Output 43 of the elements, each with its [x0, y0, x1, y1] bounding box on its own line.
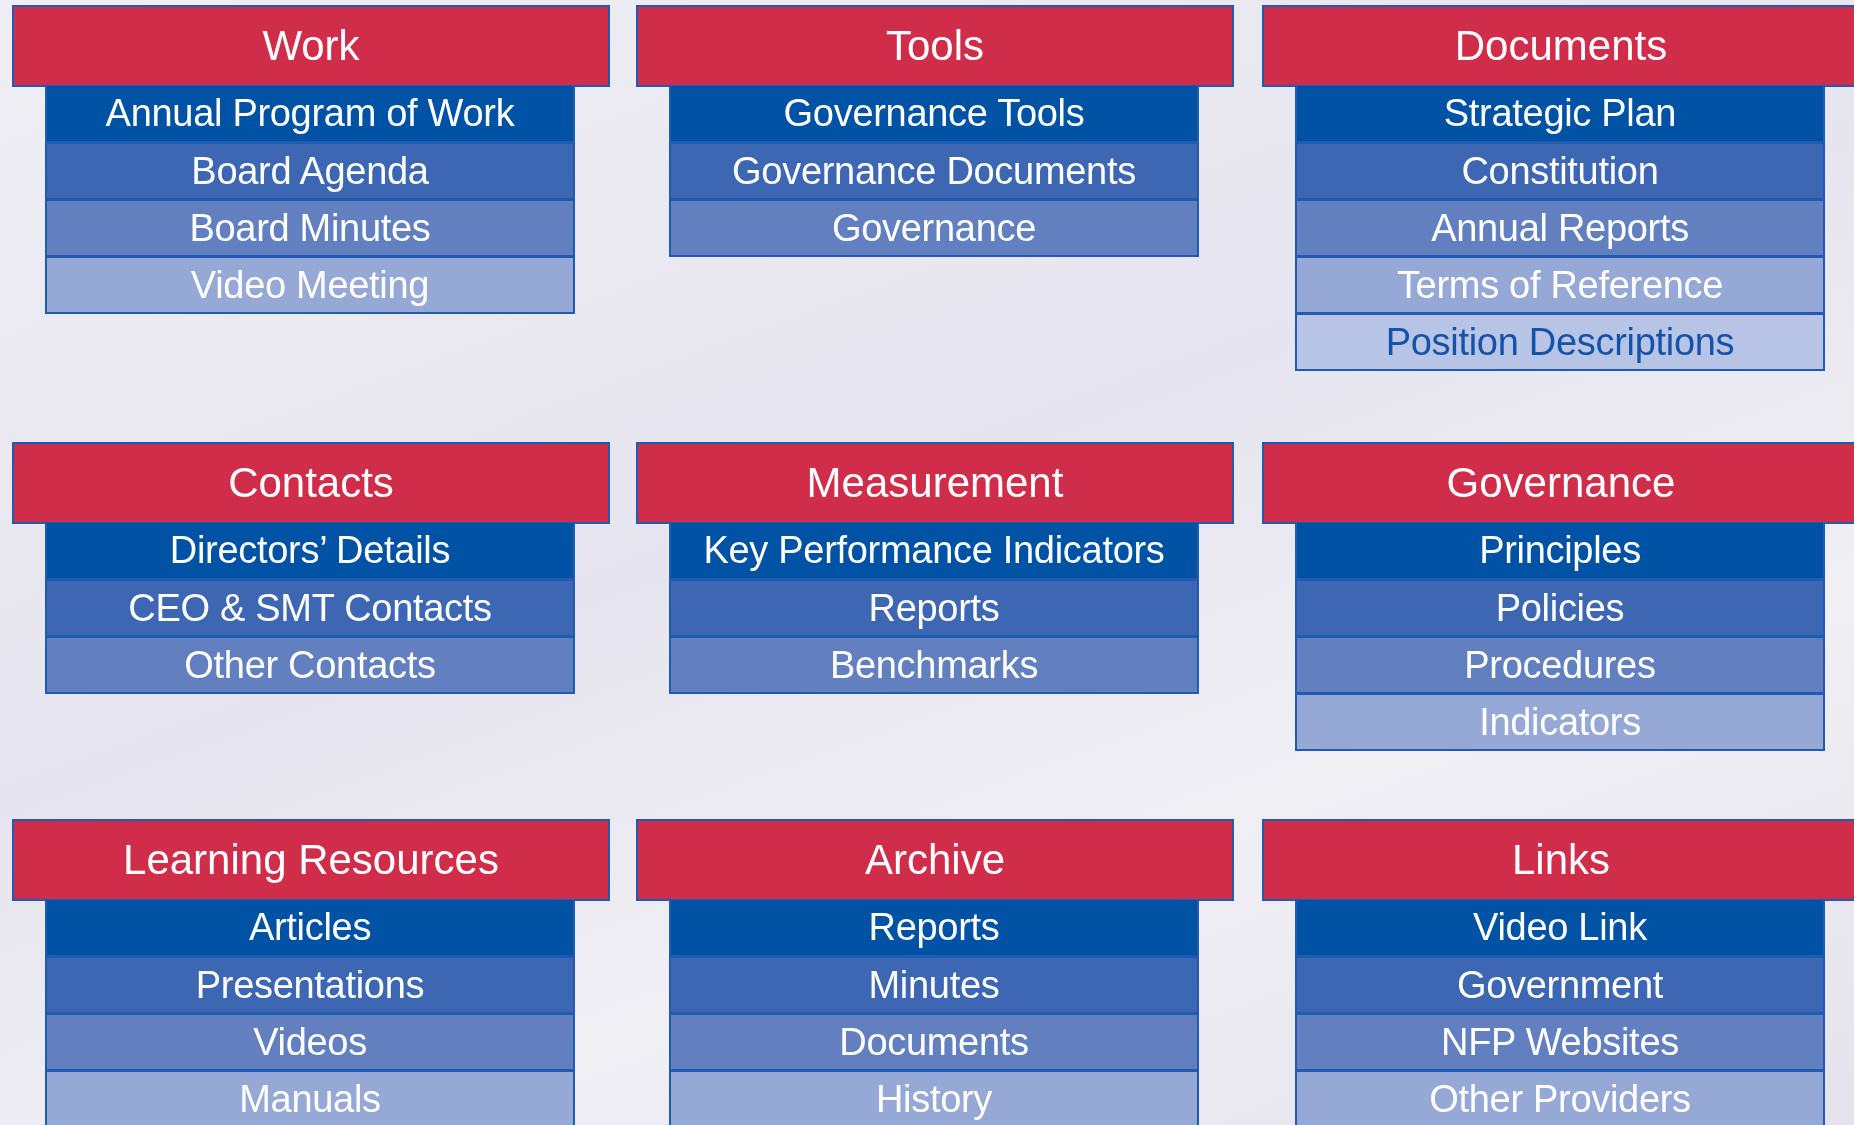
menu-item: Articles — [45, 900, 575, 957]
menu-item: Position Descriptions — [1295, 314, 1825, 371]
menu-item: Terms of Reference — [1295, 257, 1825, 314]
category-header: Tools — [636, 5, 1234, 87]
menu-item: Board Agenda — [45, 143, 575, 200]
category-header: Links — [1262, 819, 1854, 901]
menu-item: Indicators — [1295, 694, 1825, 751]
menu-item: Governance — [669, 200, 1199, 257]
menu-item: Presentations — [45, 957, 575, 1014]
menu-item: Benchmarks — [669, 637, 1199, 694]
menu-item: Video Link — [1295, 900, 1825, 957]
category-header: Learning Resources — [12, 819, 610, 901]
menu-item: CEO & SMT Contacts — [45, 580, 575, 637]
menu-item: History — [669, 1071, 1199, 1125]
menu-item: Governance Documents — [669, 143, 1199, 200]
menu-item: Annual Program of Work — [45, 86, 575, 143]
menu-item: Government — [1295, 957, 1825, 1014]
menu-item: Annual Reports — [1295, 200, 1825, 257]
menu-item: Board Minutes — [45, 200, 575, 257]
category-header: Documents — [1262, 5, 1854, 87]
menu-item: Procedures — [1295, 637, 1825, 694]
category-header: Work — [12, 5, 610, 87]
menu-item: Videos — [45, 1014, 575, 1071]
menu-item: Other Contacts — [45, 637, 575, 694]
menu-item: NFP Websites — [1295, 1014, 1825, 1071]
menu-item: Other Providers — [1295, 1071, 1825, 1125]
category-header: Contacts — [12, 442, 610, 524]
category-header: Governance — [1262, 442, 1854, 524]
menu-item: Strategic Plan — [1295, 86, 1825, 143]
menu-item: Reports — [669, 900, 1199, 957]
menu-item: Minutes — [669, 957, 1199, 1014]
menu-item: Governance Tools — [669, 86, 1199, 143]
menu-item: Documents — [669, 1014, 1199, 1071]
menu-item: Video Meeting — [45, 257, 575, 314]
menu-item: Policies — [1295, 580, 1825, 637]
menu-item: Manuals — [45, 1071, 575, 1125]
menu-item: Key Performance Indicators — [669, 523, 1199, 580]
category-header: Measurement — [636, 442, 1234, 524]
category-header: Archive — [636, 819, 1234, 901]
menu-item: Principles — [1295, 523, 1825, 580]
menu-item: Reports — [669, 580, 1199, 637]
menu-item: Constitution — [1295, 143, 1825, 200]
menu-item: Directors’ Details — [45, 523, 575, 580]
